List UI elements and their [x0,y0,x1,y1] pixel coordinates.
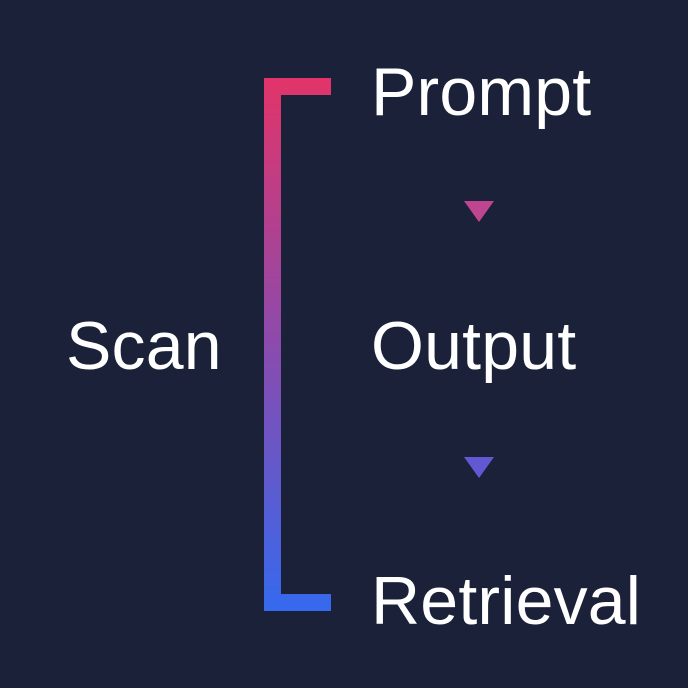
stage-label-retrieval: Retrieval [371,563,642,639]
arrow-down-icon-output-to-retrieval [464,457,494,478]
stage-label-output: Output [371,308,577,384]
scan-group-bracket [264,78,331,611]
group-label-scan: Scan [66,308,222,384]
stage-label-prompt: Prompt [371,54,592,130]
arrow-down-icon-prompt-to-output [464,201,494,222]
bracket-path [264,78,331,611]
